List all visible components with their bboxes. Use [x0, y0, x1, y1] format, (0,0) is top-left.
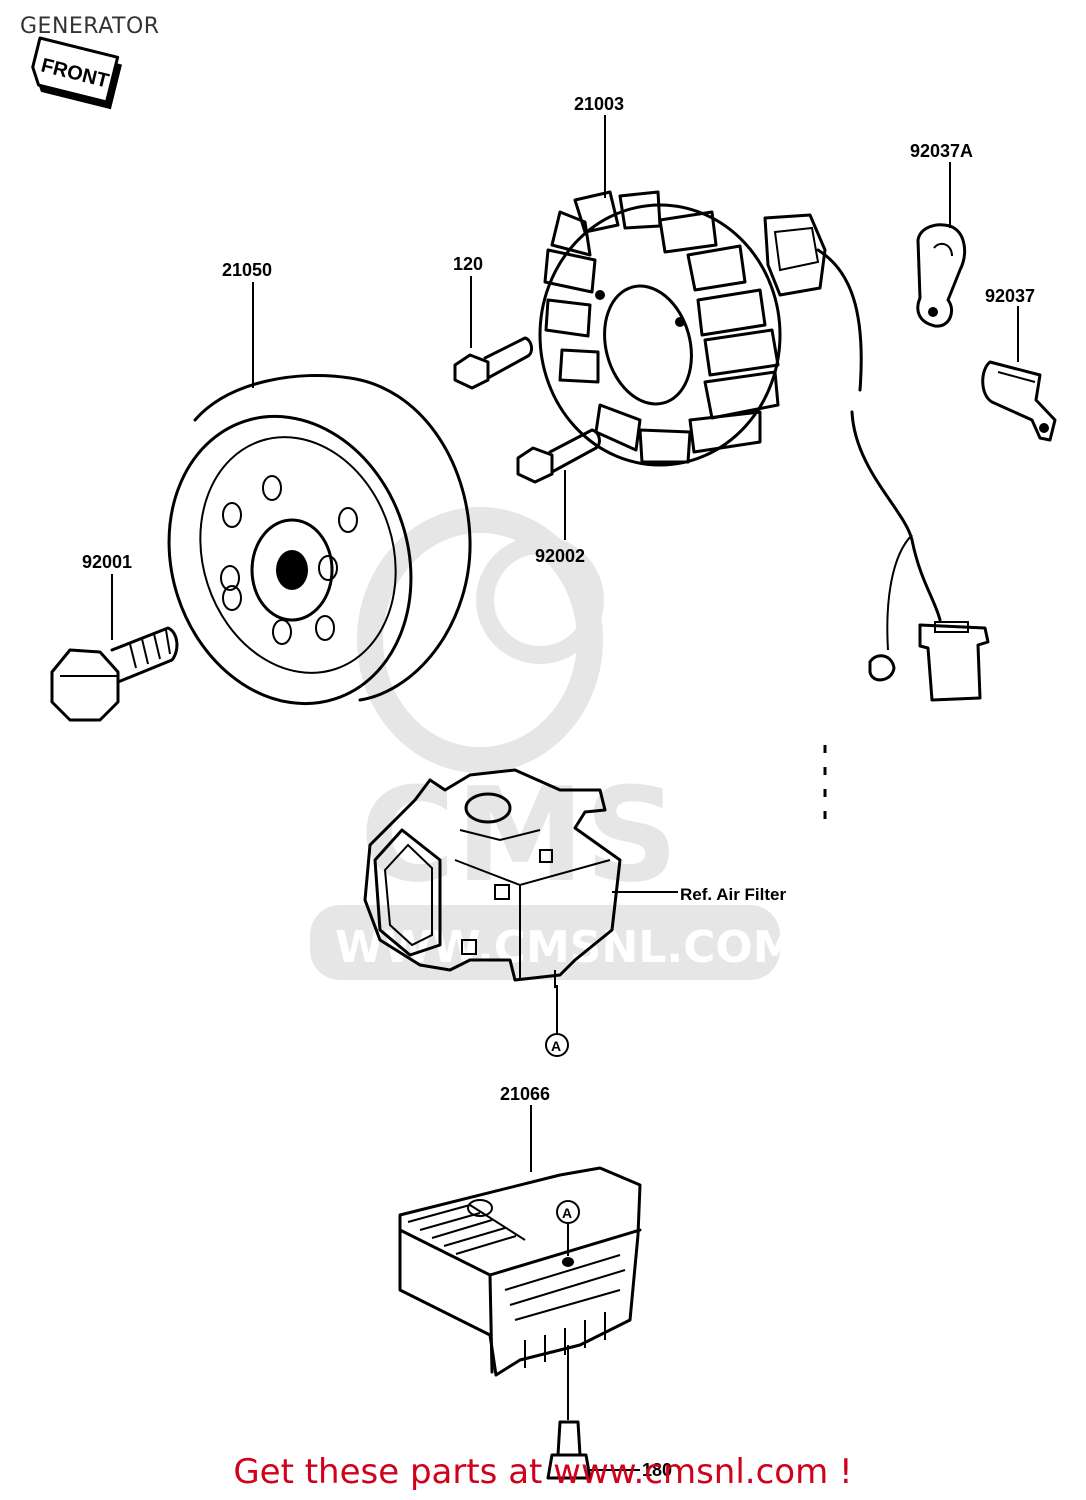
callout-21066: 21066: [500, 1084, 550, 1104]
rotor-21050: [167, 373, 472, 706]
watermark: CMS WWW.CMSNL.COM: [310, 507, 797, 980]
stator-wiring-harness: [816, 248, 990, 702]
clamp-92037A: [916, 223, 967, 328]
callout-92037A: 92037A: [910, 141, 973, 161]
clamp-92037: [981, 360, 1057, 442]
bolt-92002: [516, 428, 601, 484]
page-title: GENERATOR: [20, 14, 160, 39]
mark-a-lower-circle: [556, 1200, 580, 1224]
stator-21003: [538, 190, 827, 467]
callout-120: 120: [453, 254, 483, 274]
bolt-92001: [50, 626, 179, 722]
regulator-21066: [398, 1166, 642, 1377]
bolt-180: [546, 1345, 592, 1480]
ref-air-filter-label: Ref. Air Filter: [680, 885, 786, 904]
callout-21050: 21050: [222, 260, 272, 280]
mark-a-lower: A: [562, 1205, 572, 1221]
front-direction-badge: FRONT: [31, 36, 122, 110]
bolt-120: [453, 336, 534, 390]
air-filter-housing: [363, 768, 622, 988]
watermark-text: WWW.CMSNL.COM: [335, 922, 797, 973]
callout-21003: 21003: [574, 94, 624, 114]
callout-92001: 92001: [82, 552, 132, 572]
callout-180: 180: [642, 1460, 672, 1480]
mark-a-upper: A: [551, 1038, 561, 1054]
callout-92002: 92002: [535, 546, 585, 566]
promo-banner-link[interactable]: Get these parts at www.cmsnl.com !: [233, 1452, 853, 1492]
mark-a-upper-circle: [545, 1033, 569, 1057]
callout-92037: 92037: [985, 286, 1035, 306]
